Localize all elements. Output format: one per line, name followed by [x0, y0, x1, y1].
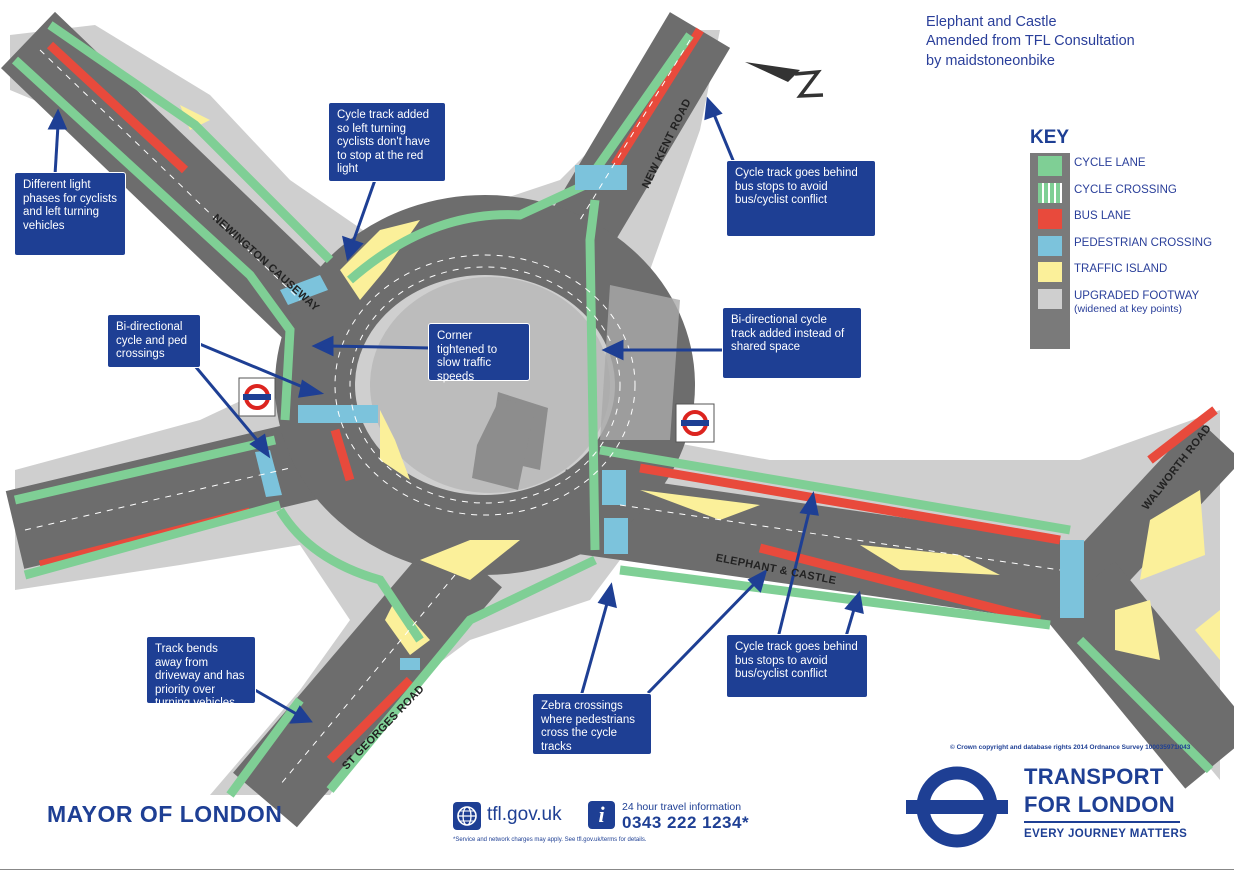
map-title-line2: Amended from TFL Consultation [926, 33, 1135, 49]
key-row-bus-lane: BUS LANE [1030, 206, 1230, 232]
key-row-cycle-crossing: CYCLE CROSSING [1030, 180, 1230, 206]
road-walworth-south [1045, 561, 1234, 789]
tfl-title-line2: FOR LONDON [1024, 792, 1175, 817]
key-label-pedestrian-crossing: PEDESTRIAN CROSSING [1074, 237, 1213, 249]
map-key: KEY CYCLE LANE CYCLE CROSSING BUS LANE P… [1030, 127, 1230, 349]
key-body: CYCLE LANE CYCLE CROSSING BUS LANE PEDES… [1030, 153, 1230, 349]
key-swatch-traffic-island [1038, 262, 1062, 282]
cycle-lanes [11, 21, 1214, 798]
annotation-bus-stops-top: Cycle track goes behind bus stops to avo… [726, 160, 876, 237]
tfl-divider [1024, 821, 1180, 823]
road-newington [1, 11, 347, 349]
tfl-roundel-icon [906, 766, 1008, 848]
key-row-upgraded-footway: UPGRADED FOOTWAY (widened at key points) [1030, 286, 1230, 326]
key-swatch-cycle-crossing [1038, 183, 1062, 203]
key-swatch-upgraded-footway [1038, 289, 1062, 309]
annotation-light-phases: Different light phases for cyclists and … [14, 172, 126, 256]
key-swatch-cycle-lane [1038, 156, 1062, 176]
bottom-divider [0, 869, 1234, 870]
tfl-title-line1: TRANSPORT [1024, 764, 1164, 789]
lane-markings [24, 39, 1061, 786]
key-swatch-pedestrian-crossing [1038, 236, 1062, 256]
key-label-cycle-crossing: CYCLE CROSSING [1074, 184, 1177, 196]
key-label-upgraded-footway: UPGRADED FOOTWAY [1074, 290, 1200, 302]
monument [472, 392, 548, 490]
globe-icon [453, 802, 481, 830]
annotation-corner: Corner tightened to slow traffic speeds [428, 323, 530, 383]
annotation-left-turn: Cycle track added so left turning cyclis… [328, 102, 446, 182]
key-swatch-bus-lane [1038, 209, 1062, 229]
map-title-line3: by maidstoneonbike [926, 53, 1055, 69]
website-link[interactable]: tfl.gov.uk [487, 804, 562, 825]
key-heading: KEY [1030, 127, 1070, 148]
north-arrow [745, 62, 824, 98]
key-label-cycle-lane: CYCLE LANE [1074, 157, 1146, 169]
travel-info-label: 24 hour travel information [622, 801, 742, 813]
key-row-pedestrian-crossing: PEDESTRIAN CROSSING [1030, 233, 1230, 259]
key-label-traffic-island: TRAFFIC ISLAND [1074, 263, 1168, 275]
footnote: *Service and network charges may apply. … [453, 837, 647, 843]
underground-roundel-east [675, 403, 715, 443]
annotation-bidirectional-ped: Bi-directional cycle and ped crossings [107, 314, 201, 368]
mayor-of-london-logo: MAYOR OF LONDON [47, 801, 283, 827]
map-title-line1: Elephant and Castle [926, 14, 1057, 30]
road-elephant [554, 469, 1091, 626]
tfl-tagline: EVERY JOURNEY MATTERS [1024, 828, 1188, 840]
key-row-cycle-lane: CYCLE LANE [1030, 153, 1230, 179]
key-label-bus-lane: BUS LANE [1074, 210, 1131, 222]
annotation-bends-away: Track bends away from driveway and has p… [146, 636, 256, 709]
annotation-zebra: Zebra crossings where pedestrians cross … [532, 693, 652, 755]
pointer-arrows [47, 96, 864, 724]
annotation-bus-stops-bottom: Cycle track goes behind bus stops to avo… [726, 634, 868, 698]
underground-roundel-west [238, 377, 276, 417]
annotation-bidirectional-track: Bi-directional cycle track added instead… [722, 307, 862, 379]
key-row-traffic-island: TRAFFIC ISLAND [1030, 259, 1230, 285]
key-label-upgraded-footway-note: (widened at key points) [1074, 303, 1182, 315]
travel-info-phone: 0343 222 1234* [622, 813, 750, 832]
info-icon: i [588, 801, 615, 829]
copyright-notice: © Crown copyright and database rights 20… [950, 744, 1191, 751]
pedestrian-crossings [255, 165, 1084, 670]
road-walworth [1058, 419, 1234, 611]
traffic-islands [180, 105, 1220, 660]
centre-square [600, 285, 680, 440]
